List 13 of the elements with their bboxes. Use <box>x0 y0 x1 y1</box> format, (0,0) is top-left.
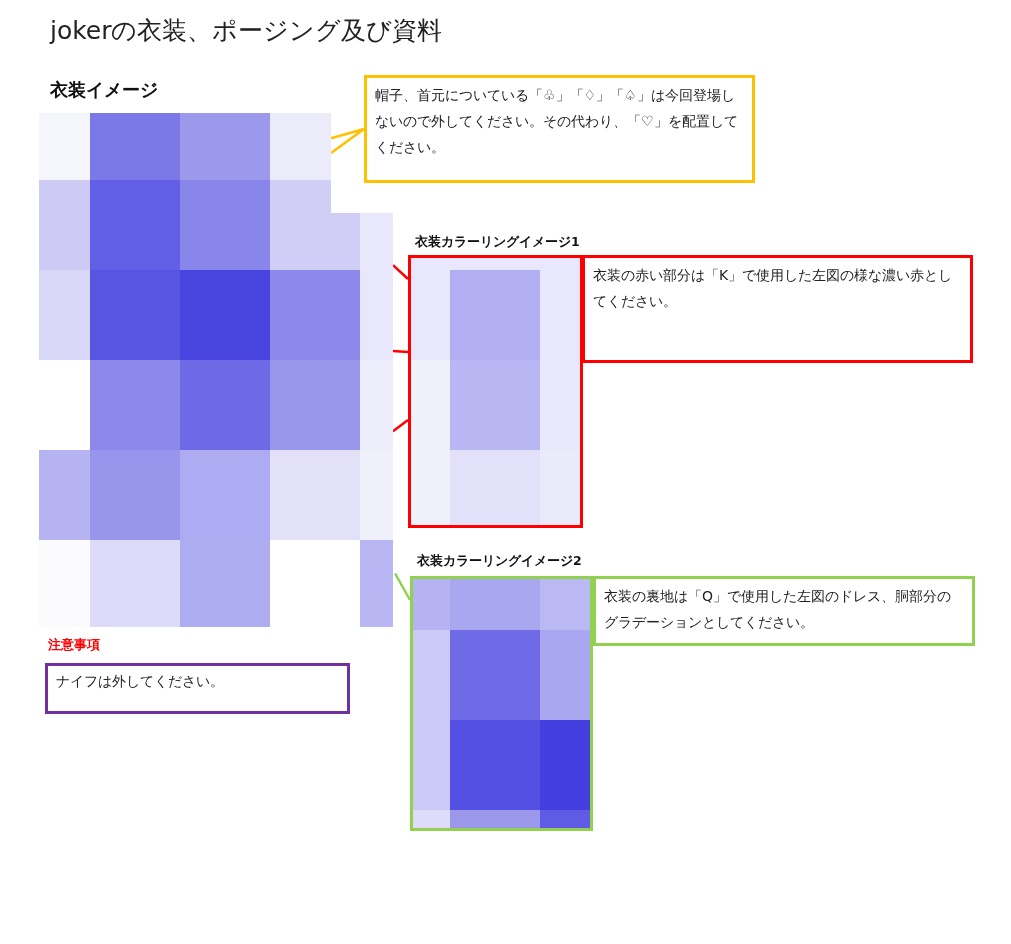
note-box: ナイフは外してください。 <box>45 663 350 714</box>
connector-line <box>392 418 409 433</box>
page-title: jokerの衣装、ポージング及び資料 <box>50 15 443 47</box>
note-box: 帽子、首元についている「♧」「♢」「♤」は今回登場しないので外してください。その代わり、「♡」を配置してください。 <box>364 75 755 183</box>
note-box: 衣装の赤い部分は「K」で使用した左図の様な濃い赤としてください。 <box>582 255 973 363</box>
note-box: 衣装の裏地は「Q」で使用した左図のドレス、胴部分のグラデーションとしてください。 <box>593 576 975 646</box>
connector-line <box>392 349 409 354</box>
connector-line <box>394 572 412 601</box>
image-heading: 衣装カラーリングイメージ1 <box>415 234 580 251</box>
connector-line <box>392 264 409 280</box>
image-heading: 衣装イメージ <box>50 78 158 102</box>
section-heading: 注意事項 <box>48 636 100 654</box>
image-heading: 衣装カラーリングイメージ2 <box>417 553 582 570</box>
